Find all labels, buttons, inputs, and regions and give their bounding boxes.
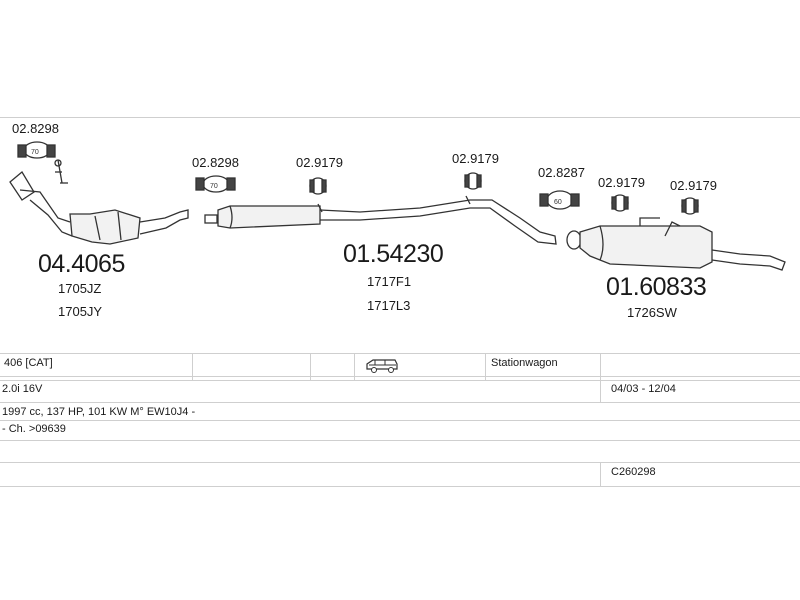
table-col-2 xyxy=(310,353,311,380)
hanger-part-number-1: 02.9179 xyxy=(296,155,343,170)
clamp-icon-2: 70 xyxy=(195,175,236,193)
table-col-3 xyxy=(354,353,355,380)
hanger-icon-3 xyxy=(611,194,629,212)
sensor-icon xyxy=(54,159,68,184)
table-line-8 xyxy=(0,486,800,487)
table-col-5 xyxy=(600,353,601,380)
rear-silencer-part-number: 01.60833 xyxy=(606,273,707,301)
table-line-6 xyxy=(0,440,800,441)
catalytic-converter-icon xyxy=(9,171,189,245)
clamp-icon-3: 60 xyxy=(539,190,580,210)
middle-silencer-ref-1: 1717F1 xyxy=(367,274,412,289)
catalytic-converter-ref-1: 1705JZ xyxy=(58,281,102,296)
clamp-part-number-3: 02.8287 xyxy=(538,165,585,180)
table-col-6 xyxy=(600,380,601,402)
table-col-4 xyxy=(485,353,486,380)
clamp-part-number-2: 02.8298 xyxy=(192,155,239,170)
table-line-5 xyxy=(0,420,800,421)
clamp-part-number-1: 02.8298 xyxy=(12,121,59,136)
svg-text:60: 60 xyxy=(554,199,562,206)
table-col-1 xyxy=(192,353,193,380)
diagram-top-border xyxy=(0,117,800,118)
table-line-4 xyxy=(0,402,800,403)
catalytic-converter-part-number: 04.4065 xyxy=(38,250,125,278)
clamp-icon: 70 xyxy=(17,141,56,159)
catalog-code: C260298 xyxy=(611,466,656,478)
middle-silencer-icon xyxy=(204,195,557,245)
table-col-7 xyxy=(600,462,601,486)
table-line-1 xyxy=(0,353,800,354)
vehicle-body-type: Stationwagon xyxy=(491,357,558,369)
vehicle-engine: 2.0i 16V xyxy=(2,383,43,395)
hanger-part-number-3: 02.9179 xyxy=(598,175,645,190)
hanger-part-number-2: 02.9179 xyxy=(452,151,499,166)
rear-silencer-icon xyxy=(566,217,786,271)
station-wagon-icon xyxy=(365,358,399,374)
hanger-part-number-4: 02.9179 xyxy=(670,178,717,193)
rear-silencer-ref-1: 1726SW xyxy=(627,305,677,320)
hanger-icon-2 xyxy=(464,172,482,190)
svg-text:70: 70 xyxy=(210,183,218,190)
vehicle-spec: 1997 cc, 137 HP, 101 KW M° EW10J4 - xyxy=(2,406,196,418)
vehicle-model: 406 [CAT] xyxy=(4,357,53,369)
middle-silencer-part-number: 01.54230 xyxy=(343,240,444,268)
catalytic-converter-ref-2: 1705JY xyxy=(58,304,103,319)
table-line-3 xyxy=(0,380,800,381)
vehicle-chassis: - Ch. >09639 xyxy=(2,423,66,435)
exhaust-diagram: 70 70 xyxy=(9,141,786,271)
middle-silencer-ref-2: 1717L3 xyxy=(367,298,411,313)
svg-text:70: 70 xyxy=(31,149,39,156)
hanger-icon-1 xyxy=(309,177,327,195)
vehicle-date-range: 04/03 - 12/04 xyxy=(611,383,676,395)
table-line-7 xyxy=(0,462,800,463)
table-line-2 xyxy=(0,376,800,377)
hanger-icon-4 xyxy=(681,197,699,215)
